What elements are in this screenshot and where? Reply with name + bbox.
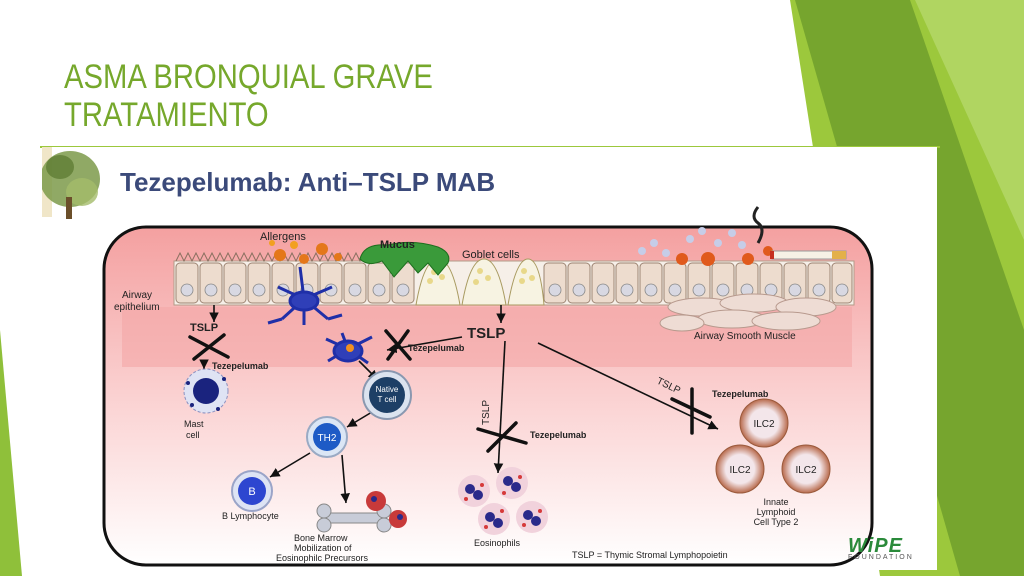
label-tezepelumab-eos: Tezepelumab xyxy=(530,430,587,440)
label-mucus: Mucus xyxy=(380,239,415,251)
tezepelumab-block-marks xyxy=(188,329,712,453)
label-goblet-cells: Goblet cells xyxy=(462,249,520,261)
label-b-lymphocyte: B Lymphocyte xyxy=(222,511,279,521)
label-cell: cell xyxy=(186,430,200,440)
mechanism-diagram: Allergens Mucus Goblet cells Airway epit… xyxy=(42,147,874,567)
b-cell xyxy=(231,470,273,512)
label-bone-marrow: Bone Marrow xyxy=(294,533,348,543)
label-mast: Mast xyxy=(184,419,204,429)
cigarette-icon xyxy=(752,206,847,260)
label-tslp-left: TSLP xyxy=(190,322,218,334)
logo-sub-text: FOUNDATION xyxy=(848,554,914,561)
label-th2: TH2 xyxy=(318,433,337,444)
logo-main-text: WiPE xyxy=(848,535,903,557)
deco-left-triangle xyxy=(0,330,22,576)
mucus-blob xyxy=(359,241,450,278)
label-eosinophils: Eosinophils xyxy=(474,538,521,548)
deco-right-band-top xyxy=(915,0,1024,240)
label-t-cell: T cell xyxy=(378,395,397,404)
label-tezepelumab-mast: Tezepelumab xyxy=(212,361,269,371)
mast-cell xyxy=(183,368,229,414)
eosinophil-cluster xyxy=(458,467,548,535)
slide-title-line1: ASMA BRONQUIAL GRAVE xyxy=(64,58,433,96)
label-mobilization: Mobilization of xyxy=(294,543,352,553)
label-native: Native xyxy=(376,385,399,394)
ilc2-cells xyxy=(715,398,831,494)
slide-title: ASMA BRONQUIAL GRAVE TRATAMIENTO xyxy=(64,58,433,134)
label-cell-type-2: Cell Type 2 xyxy=(754,517,799,527)
native-t-cell xyxy=(362,370,412,420)
airway-smooth-muscle xyxy=(659,293,837,332)
tree-sketch-icon xyxy=(42,147,100,219)
th2-cell xyxy=(306,416,348,458)
label-footnote: TSLP = Thymic Stromal Lymphopoietin xyxy=(572,550,728,560)
wipe-foundation-logo: WiPE FOUNDATION xyxy=(848,535,914,561)
label-ilc2-left: ILC2 xyxy=(729,465,751,476)
label-b: B xyxy=(248,486,255,498)
label-ilc2-top: ILC2 xyxy=(753,419,775,430)
bone-marrow-bone xyxy=(316,491,407,533)
airway-epithelium xyxy=(173,251,855,306)
dendritic-cell-upper xyxy=(267,266,343,325)
label-innate: Innate xyxy=(763,497,788,507)
label-airway-smooth-muscle: Airway Smooth Muscle xyxy=(694,331,796,342)
slide-title-line2: TRATAMIENTO xyxy=(64,96,269,134)
label-airway: Airway xyxy=(122,290,152,301)
tezepelumab-figure: Allergens Mucus Goblet cells Airway epit… xyxy=(42,147,937,570)
allergen-particles xyxy=(269,240,342,264)
pollutant-particles xyxy=(638,227,773,266)
figure-title: Tezepelumab: Anti–TSLP MAB xyxy=(120,167,496,197)
label-epithelium: epithelium xyxy=(114,302,160,313)
dendritic-cell-lower xyxy=(325,332,373,365)
label-ilc2-right: ILC2 xyxy=(795,465,817,476)
label-tezepelumab-ilc: Tezepelumab xyxy=(712,389,769,399)
label-tslp-center: TSLP xyxy=(467,325,505,342)
label-tezepelumab-dc: Tezepelumab xyxy=(408,343,465,353)
label-lymphoid: Lymphoid xyxy=(757,507,796,517)
label-eosinophilc-precursors: Eosinophilc Precursors xyxy=(276,553,369,563)
label-allergens: Allergens xyxy=(260,231,306,243)
label-tslp-vertical: TSLP xyxy=(481,400,492,425)
